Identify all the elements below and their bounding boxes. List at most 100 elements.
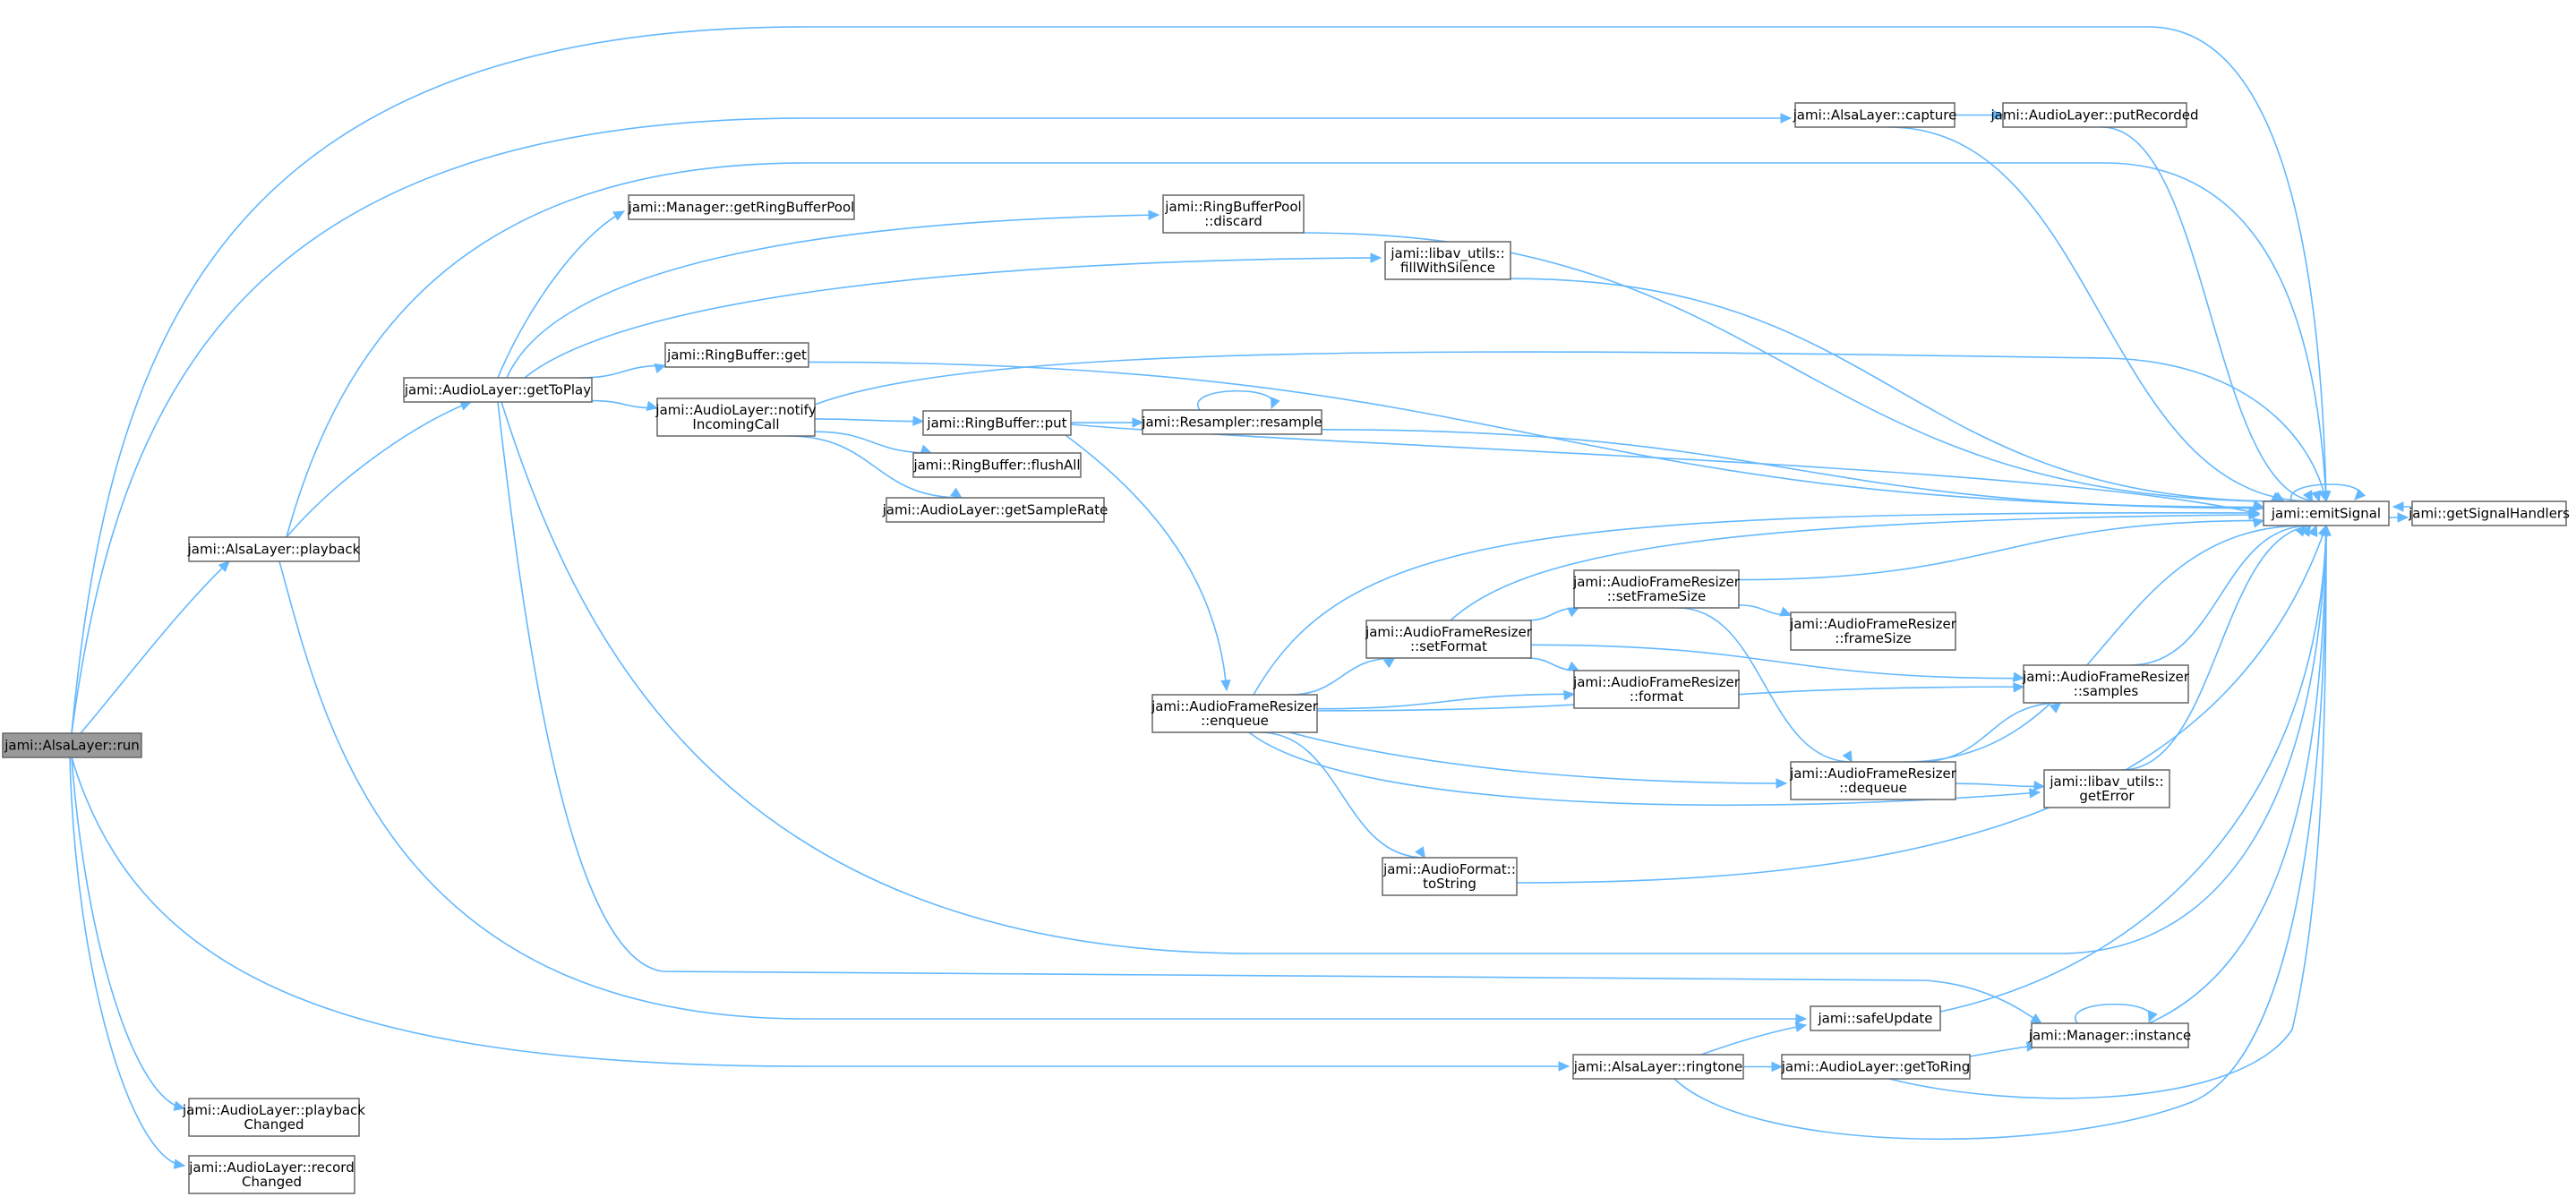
- node-getToRing-box: [1781, 1054, 1971, 1080]
- node-safeUpdate[interactable]: jami::safeUpdate: [1810, 1005, 1941, 1031]
- node-samples-label-line-1: ::samples: [2074, 683, 2139, 699]
- node-ringtone[interactable]: jami::AlsaLayer::ringtone: [1572, 1054, 1744, 1080]
- node-discard-box: [1162, 194, 1305, 234]
- edge-setFrameSize-to-dequeue-arrowhead: [1842, 750, 1853, 764]
- edge-dequeue-to-getError: [1955, 781, 2046, 791]
- edge-notifyIncomingCall-to-getSampleRate-arrowhead: [950, 487, 963, 499]
- node-rbGet-label-line-0: jami::RingBuffer::get: [666, 347, 807, 363]
- node-enqueue[interactable]: jami::AudioFrameResizer::enqueue: [1151, 694, 1319, 733]
- node-dequeue-box: [1790, 761, 1956, 800]
- node-putRecorded-box: [2002, 102, 2187, 128]
- node-setFrameSize-box: [1573, 569, 1740, 609]
- node-rbPut-box: [922, 410, 1072, 436]
- edge-getToPlay-to-instance-arrowhead: [2030, 1013, 2043, 1024]
- node-playback[interactable]: jami::AlsaLayer::playback: [187, 536, 361, 562]
- edge-run-to-capture-arrowhead: [1780, 113, 1793, 124]
- node-notifyIncomingCall-label-line-0: jami::AudioLayer::notify: [655, 402, 816, 418]
- node-enqueue-label-line-1: ::enqueue: [1201, 713, 1269, 729]
- edge-dequeue-to-samples: [1918, 702, 2062, 763]
- edge-run-to-capture: [71, 113, 1793, 734]
- node-rbPut[interactable]: jami::RingBuffer::put: [922, 410, 1072, 436]
- node-discard[interactable]: jami::RingBufferPool::discard: [1162, 194, 1305, 234]
- edge-ringtone-to-safeUpdate: [1700, 1022, 1808, 1056]
- node-playback-box: [188, 536, 360, 562]
- node-frameSize-label-line-0: jami::AudioFrameResizer: [1789, 616, 1957, 632]
- edge-run-to-playback-arrowhead: [218, 560, 230, 573]
- edge-getSignalHandlers-to-emitSignal: [2392, 501, 2413, 512]
- node-ringtone-box: [1572, 1054, 1744, 1080]
- edge-notifyIncomingCall-to-rbPut: [814, 415, 925, 426]
- node-samples[interactable]: jami::AudioFrameResizer::samples: [2022, 664, 2190, 704]
- node-putRecorded[interactable]: jami::AudioLayer::putRecorded: [1990, 102, 2199, 128]
- node-getError[interactable]: jami::libav_utils::getError: [2043, 769, 2170, 808]
- node-getRingBufferPool[interactable]: jami::Manager::getRingBufferPool: [628, 194, 855, 220]
- node-discard-label-line-0: jami::RingBufferPool: [1164, 199, 1301, 215]
- edge-setFrameSize-to-frameSize: [1738, 604, 1793, 617]
- edge-setFrameSize-to-emitSignal: [1738, 517, 2265, 581]
- node-setFrameSize-label-line-1: ::setFrameSize: [1607, 588, 1707, 604]
- edge-run-to-playbackChanged: [71, 757, 186, 1111]
- edge-resample-to-resample-arrowhead: [1271, 397, 1280, 410]
- node-rbPut-label-line-0: jami::RingBuffer::put: [926, 415, 1066, 432]
- node-resample-box: [1142, 409, 1322, 435]
- node-format[interactable]: jami::AudioFrameResizer::format: [1572, 670, 1741, 709]
- node-run-box: [2, 732, 142, 758]
- node-run[interactable]: jami::AlsaLayer::run: [2, 732, 142, 758]
- node-rbGet[interactable]: jami::RingBuffer::get: [664, 342, 809, 368]
- node-instance[interactable]: jami::Manager::instance: [2028, 1022, 2191, 1048]
- node-getSignalHandlers[interactable]: jami::getSignalHandlers: [2408, 500, 2570, 526]
- edge-ringtone-to-safeUpdate-arrowhead: [1794, 1022, 1808, 1032]
- node-flushAll[interactable]: jami::RingBuffer::flushAll: [912, 452, 1082, 478]
- node-getToPlay[interactable]: jami::AudioLayer::getToPlay: [403, 377, 593, 403]
- node-capture[interactable]: jami::AlsaLayer::capture: [1793, 102, 1957, 128]
- edge-getSignalHandlers-to-emitSignal-arrowhead: [2392, 501, 2404, 512]
- edge-run-to-ringtone: [71, 757, 1570, 1072]
- node-dequeue[interactable]: jami::AudioFrameResizer::dequeue: [1789, 761, 1957, 800]
- node-fillWithSilence[interactable]: jami::libav_utils::fillWithSilence: [1384, 241, 1511, 280]
- node-getError-box: [2043, 769, 2170, 808]
- edge-getToPlay-to-rbGet-arrowhead: [654, 363, 667, 373]
- edge-setFormat-to-samples-arrowhead: [2012, 671, 2025, 682]
- edge-getError-to-emitSignal: [2121, 524, 2318, 771]
- node-notifyIncomingCall-box: [656, 398, 816, 437]
- node-emitSignal-label-line-0: jami::emitSignal: [2271, 506, 2381, 522]
- node-frameSize-label-line-1: ::frameSize: [1835, 630, 1911, 646]
- node-enqueue-label-line-0: jami::AudioFrameResizer: [1151, 698, 1319, 714]
- edge-enqueue-to-toString-arrowhead: [1415, 846, 1425, 859]
- node-getSampleRate[interactable]: jami::AudioLayer::getSampleRate: [882, 497, 1108, 523]
- nodes-layer: jami::AlsaLayer::run jami::AlsaLayer::pla…: [2, 102, 2570, 1194]
- node-frameSize[interactable]: jami::AudioFrameResizer::frameSize: [1789, 611, 1957, 651]
- node-ringtone-label-line-0: jami::AlsaLayer::ringtone: [1573, 1059, 1743, 1075]
- edge-enqueue-to-dequeue-arrowhead: [1776, 778, 1788, 789]
- edge-getToPlay-to-rbGet: [580, 363, 667, 379]
- edge-putRecorded-to-emitSignal-arrowhead: [2311, 490, 2322, 503]
- node-getToPlay-box: [403, 377, 593, 403]
- node-capture-box: [1794, 102, 1956, 128]
- edge-run-to-playback: [80, 560, 230, 734]
- edge-setFormat-to-setFrameSize: [1526, 607, 1580, 621]
- edge-setFrameSize-to-frameSize-arrowhead: [1779, 606, 1793, 617]
- node-flushAll-label-line-0: jami::RingBuffer::flushAll: [912, 457, 1080, 474]
- node-resample[interactable]: jami::Resampler::resample: [1141, 409, 1322, 435]
- edge-instance-to-instance: [2074, 1003, 2158, 1024]
- node-setFormat[interactable]: jami::AudioFrameResizer::setFormat: [1365, 620, 1533, 659]
- edge-rbPut-to-enqueue-arrowhead: [1220, 680, 1231, 692]
- node-toString[interactable]: jami::AudioFormat::toString: [1382, 857, 1518, 896]
- edge-capture-to-putRecorded-arrowhead: [1992, 109, 2005, 121]
- edge-enqueue-to-setFormat: [1288, 657, 1396, 696]
- node-setFrameSize[interactable]: jami::AudioFrameResizer::setFrameSize: [1572, 569, 1741, 609]
- edge-rbPut-to-emitSignal: [1070, 423, 2261, 517]
- edge-setFormat-to-setFrameSize-arrowhead: [1567, 607, 1580, 618]
- edge-putRecorded-to-emitSignal: [2101, 126, 2322, 503]
- edge-setFormat-to-emitSignal: [1450, 509, 2261, 621]
- edge-getToPlay-to-discard-arrowhead: [1148, 209, 1160, 220]
- edge-playback-to-safeUpdate-arrowhead: [1795, 1013, 1808, 1024]
- node-emitSignal[interactable]: jami::emitSignal: [2263, 500, 2390, 526]
- edge-getToPlay-to-getRingBufferPool: [497, 210, 626, 379]
- node-getToRing[interactable]: jami::AudioLayer::getToRing: [1781, 1054, 1971, 1080]
- node-format-label-line-1: ::format: [1630, 688, 1683, 705]
